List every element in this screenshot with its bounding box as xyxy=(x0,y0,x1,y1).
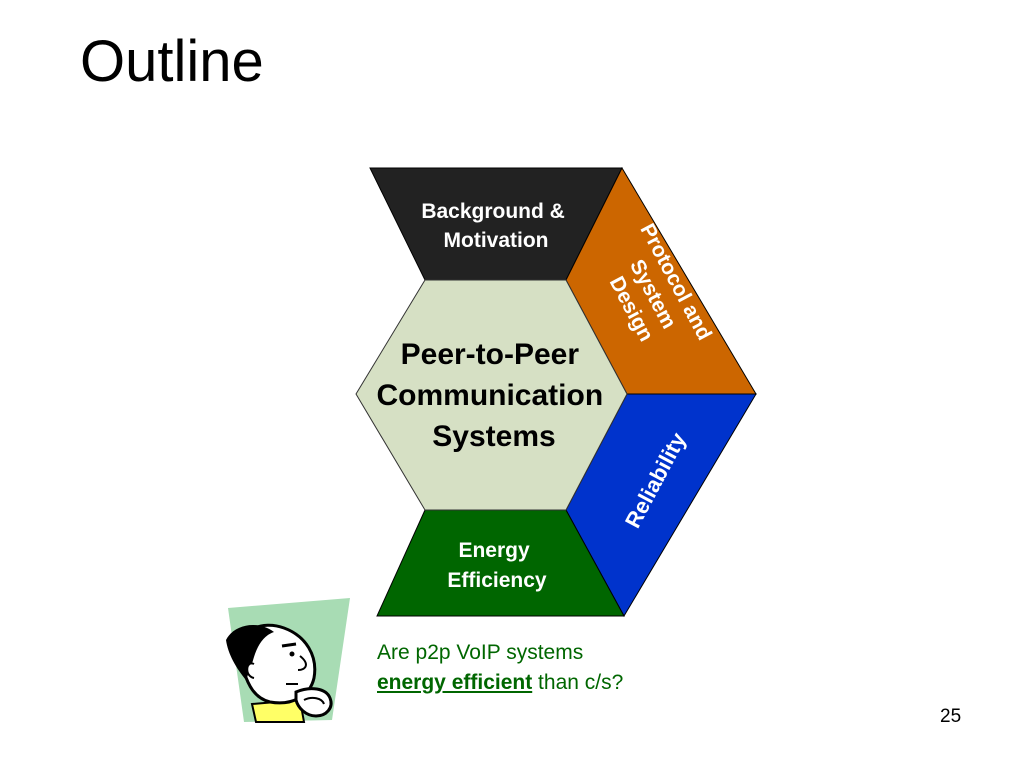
caption-emphasis: energy efficient xyxy=(377,671,533,694)
svg-text:Background & Motivation: Background & Motivation xyxy=(421,200,570,252)
caption: Are p2p VoIP systems energy efficient th… xyxy=(377,638,623,698)
slide-title: Outline xyxy=(80,29,264,94)
energy-label-1: Energy xyxy=(458,539,530,562)
page-number: 25 xyxy=(940,706,962,727)
energy-label-2: Efficiency xyxy=(447,569,547,592)
caption-line1: Are p2p VoIP systems xyxy=(377,641,584,664)
caption-suffix: than c/s? xyxy=(532,671,624,694)
thinking-man-icon xyxy=(226,598,350,723)
center-label-2: Communication xyxy=(376,379,603,412)
background-label-2: Motivation xyxy=(444,229,549,252)
svg-text:Energy Efficiency: Energy Efficiency xyxy=(447,539,547,592)
background-label-1: Background & xyxy=(421,200,565,223)
caption-line2: energy efficient than c/s? xyxy=(377,668,623,698)
center-hexagon xyxy=(355,279,628,511)
center-label-3: Systems xyxy=(432,420,555,453)
center-label-1: Peer-to-Peer xyxy=(401,338,580,371)
svg-text:Peer-to-Peer Communication: Peer-to-Peer Communication Systems xyxy=(376,338,611,453)
